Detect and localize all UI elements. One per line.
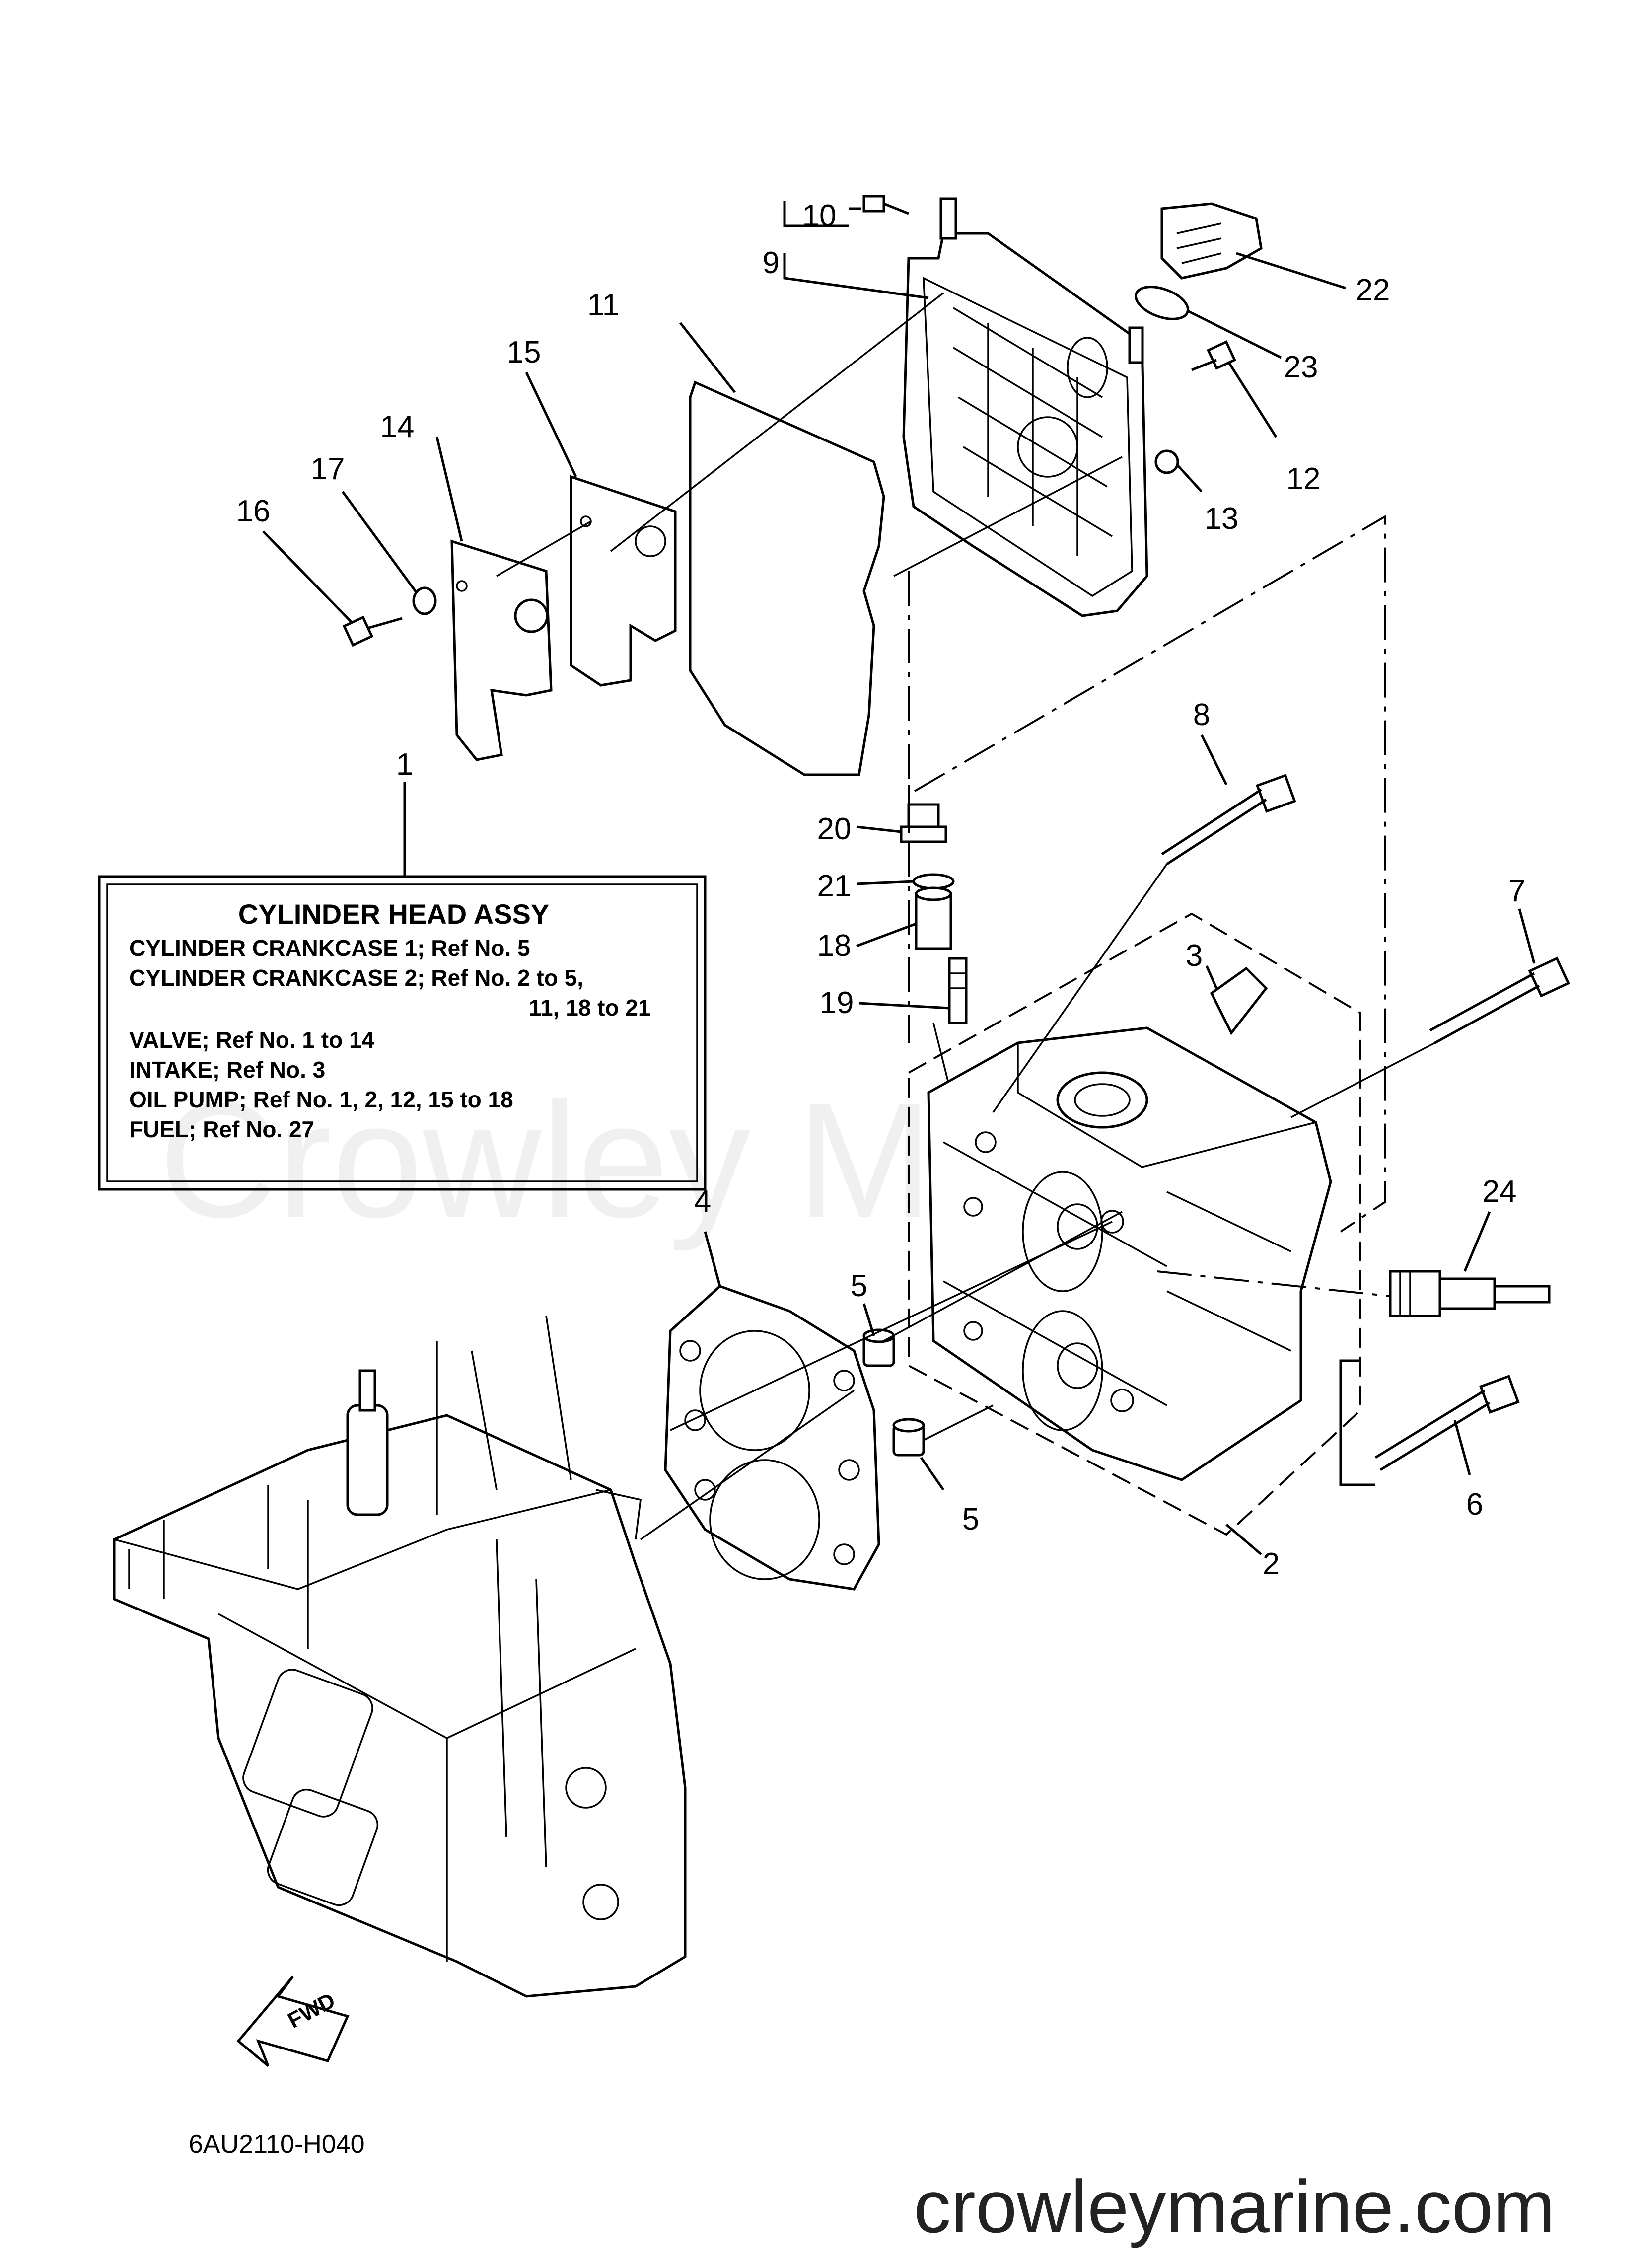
leader-lines	[262, 201, 1536, 1555]
callout-1: 1	[396, 747, 413, 782]
bolt-12	[1191, 340, 1236, 371]
callouts: 1 2 3 4 5 5 6 7 8 9 10 11 12 13 14 15 16…	[236, 199, 1526, 1581]
plug-20	[900, 803, 947, 843]
sleeve-18	[915, 886, 952, 950]
callout-15: 15	[507, 335, 541, 369]
washer-13	[1154, 449, 1179, 474]
callout-9: 9	[763, 246, 780, 280]
callout-24: 24	[1483, 1174, 1517, 1209]
callout-10: 10	[802, 199, 837, 233]
info-box-line: VALVE; Ref No. 1 to 14	[129, 1027, 375, 1053]
callout-17: 17	[311, 452, 345, 486]
gasket-11	[689, 380, 885, 776]
dowel-5-lower	[892, 1418, 925, 1457]
o-ring-21	[912, 873, 955, 890]
callout-6: 6	[1466, 1487, 1483, 1522]
callout-18: 18	[817, 929, 852, 963]
callout-4: 4	[694, 1184, 711, 1219]
callout-14: 14	[380, 410, 415, 444]
info-box-line: CYLINDER CRANKCASE 2; Ref No. 2 to 5,	[129, 965, 583, 991]
callout-12: 12	[1286, 462, 1321, 496]
callout-3: 3	[1186, 939, 1203, 973]
callout-23: 23	[1284, 350, 1318, 384]
callout-13: 13	[1205, 502, 1239, 536]
insert-3	[1210, 966, 1268, 1035]
site-url: crowleymarine.com	[914, 2165, 1555, 2248]
info-box-line: FUEL; Ref No. 27	[129, 1116, 314, 1142]
info-box-line: 11, 18 to 21	[529, 995, 651, 1021]
info-box-line: INTAKE; Ref No. 3	[129, 1057, 325, 1083]
info-box-line: CYLINDER CRANKCASE 1; Ref No. 5	[129, 935, 530, 961]
callout-20: 20	[817, 812, 852, 846]
washer-17	[412, 586, 437, 615]
info-box: CYLINDER HEAD ASSY CYLINDER CRANKCASE 1;…	[98, 875, 707, 1191]
cylinder-head	[927, 1026, 1332, 1481]
callout-5-upper: 5	[851, 1269, 867, 1303]
pin-19	[948, 957, 968, 1024]
callout-8: 8	[1193, 698, 1210, 732]
callout-2: 2	[1263, 1547, 1280, 1581]
plate-15	[570, 475, 677, 687]
o-ring-23	[1134, 286, 1190, 320]
plate-14	[450, 539, 553, 761]
info-box-title: CYLINDER HEAD ASSY	[238, 898, 549, 930]
cylinder-head-cover	[902, 197, 1148, 617]
callout-16: 16	[236, 494, 271, 528]
screw-16	[342, 615, 403, 647]
bolt-6	[1374, 1375, 1520, 1471]
callout-22: 22	[1356, 273, 1390, 307]
callout-21: 21	[817, 869, 852, 903]
cylinder-head-outline	[908, 912, 1361, 1536]
callout-5-lower: 5	[962, 1502, 979, 1536]
callout-19: 19	[820, 986, 854, 1020]
oil-filler-cap-22	[1160, 202, 1263, 280]
cylinder-block	[113, 1316, 687, 1998]
dowel-5-upper	[862, 1328, 895, 1367]
bolt-7	[1429, 956, 1570, 1044]
bolt-8	[1161, 774, 1296, 866]
callout-7: 7	[1508, 874, 1525, 908]
bolt-10	[862, 195, 909, 215]
fwd-arrow: FWD	[236, 1975, 350, 2067]
callout-11: 11	[587, 288, 619, 322]
diagram-code: 6AU2110-H040	[189, 2130, 365, 2159]
spark-plug-24	[1389, 1270, 1551, 1317]
info-box-line: OIL PUMP; Ref No. 1, 2, 12, 15 to 18	[129, 1087, 513, 1112]
head-gasket-4	[664, 1285, 880, 1591]
